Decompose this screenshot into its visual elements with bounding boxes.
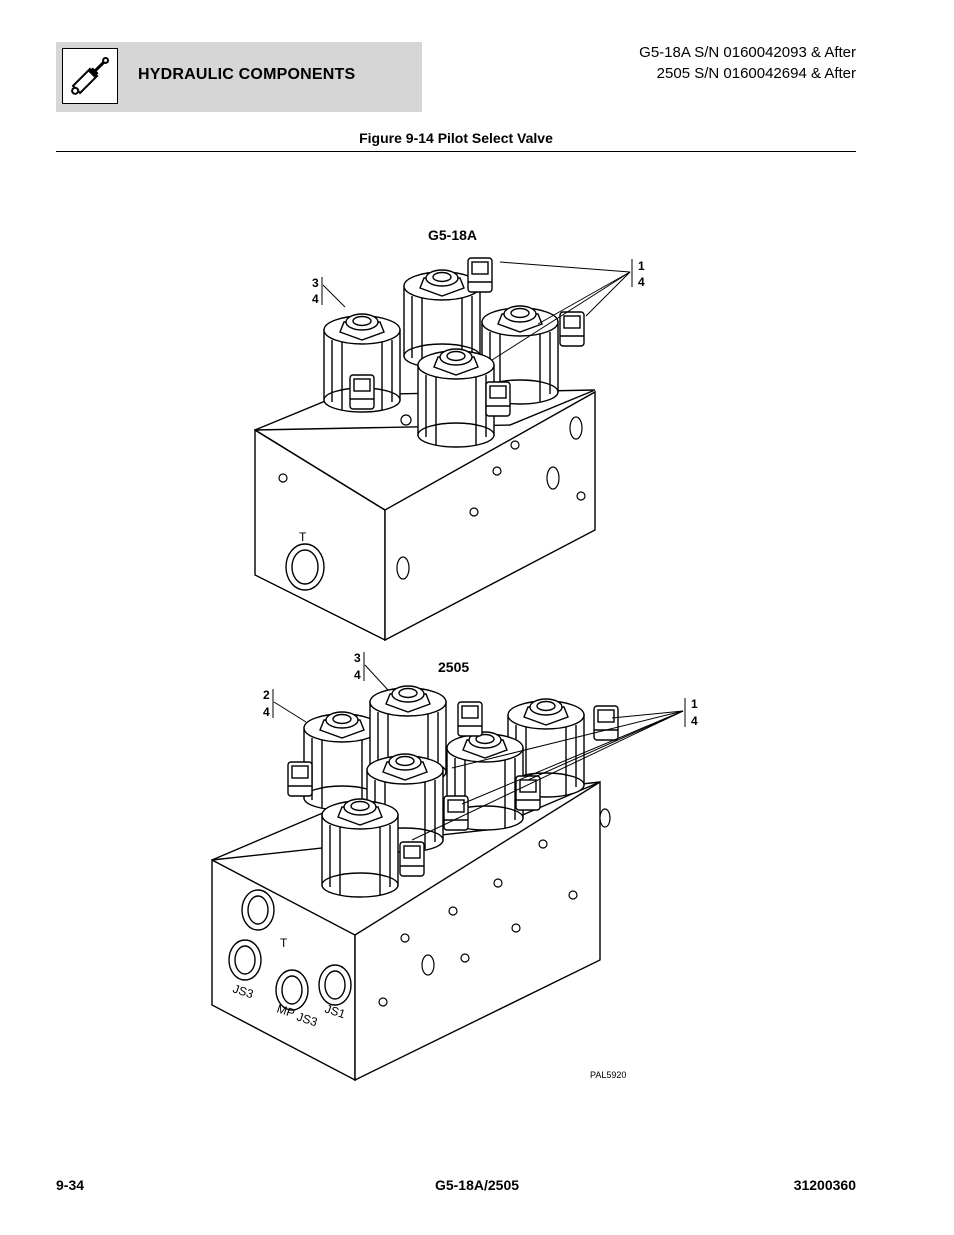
g5-18a-valve-drawing — [254, 257, 596, 642]
g5-18a-model-label: G5-18A — [428, 227, 477, 243]
g5-18a-callout-right-sub: 4 — [638, 275, 645, 289]
2505-callout-top: 3 — [354, 651, 361, 665]
2505-port-js3-left-label: JS3 — [231, 982, 255, 1002]
g5-18a-callout-top-left: 3 — [312, 276, 319, 290]
2505-port-js3-label: JS3 — [295, 1010, 319, 1030]
2505-callout-left-sub: 4 — [263, 705, 270, 719]
g5-18a-callout-right: 1 — [638, 259, 645, 273]
2505-callout-right: 1 — [691, 697, 698, 711]
2505-port-js1-label: JS1 — [323, 1002, 347, 1022]
header-divider — [56, 151, 856, 152]
2505-port-t-label: T — [280, 936, 288, 950]
2505-model-label: 2505 — [438, 659, 469, 675]
drawing-code: PAL5920 — [590, 1070, 626, 1080]
2505-valve-drawing — [211, 685, 619, 1082]
page-number: 9-34 — [56, 1177, 85, 1193]
g5-18a-callout-top-left-sub: 4 — [312, 292, 319, 306]
2505-callout-right-sub: 4 — [691, 714, 698, 728]
2505-callout-top-sub: 4 — [354, 668, 361, 682]
section-title: HYDRAULIC COMPONENTS — [138, 66, 356, 83]
figure-title: Figure 9-14 Pilot Select Valve — [359, 130, 553, 146]
footer-model: G5-18A/2505 — [434, 1177, 520, 1193]
serial-line-1: G5-18A S/N 0160042093 & After — [639, 44, 856, 61]
serial-line-2: 2505 S/N 0160042694 & After — [656, 65, 856, 82]
2505-callout-left: 2 — [263, 688, 270, 702]
2505-port-mp-label: MP — [275, 1002, 296, 1021]
hydraulic-cylinder-icon — [62, 48, 118, 104]
g5-18a-port-t-label: T — [299, 530, 307, 544]
manual-number: 31200360 — [793, 1177, 856, 1193]
section-header: HYDRAULIC COMPONENTS — [56, 42, 422, 112]
